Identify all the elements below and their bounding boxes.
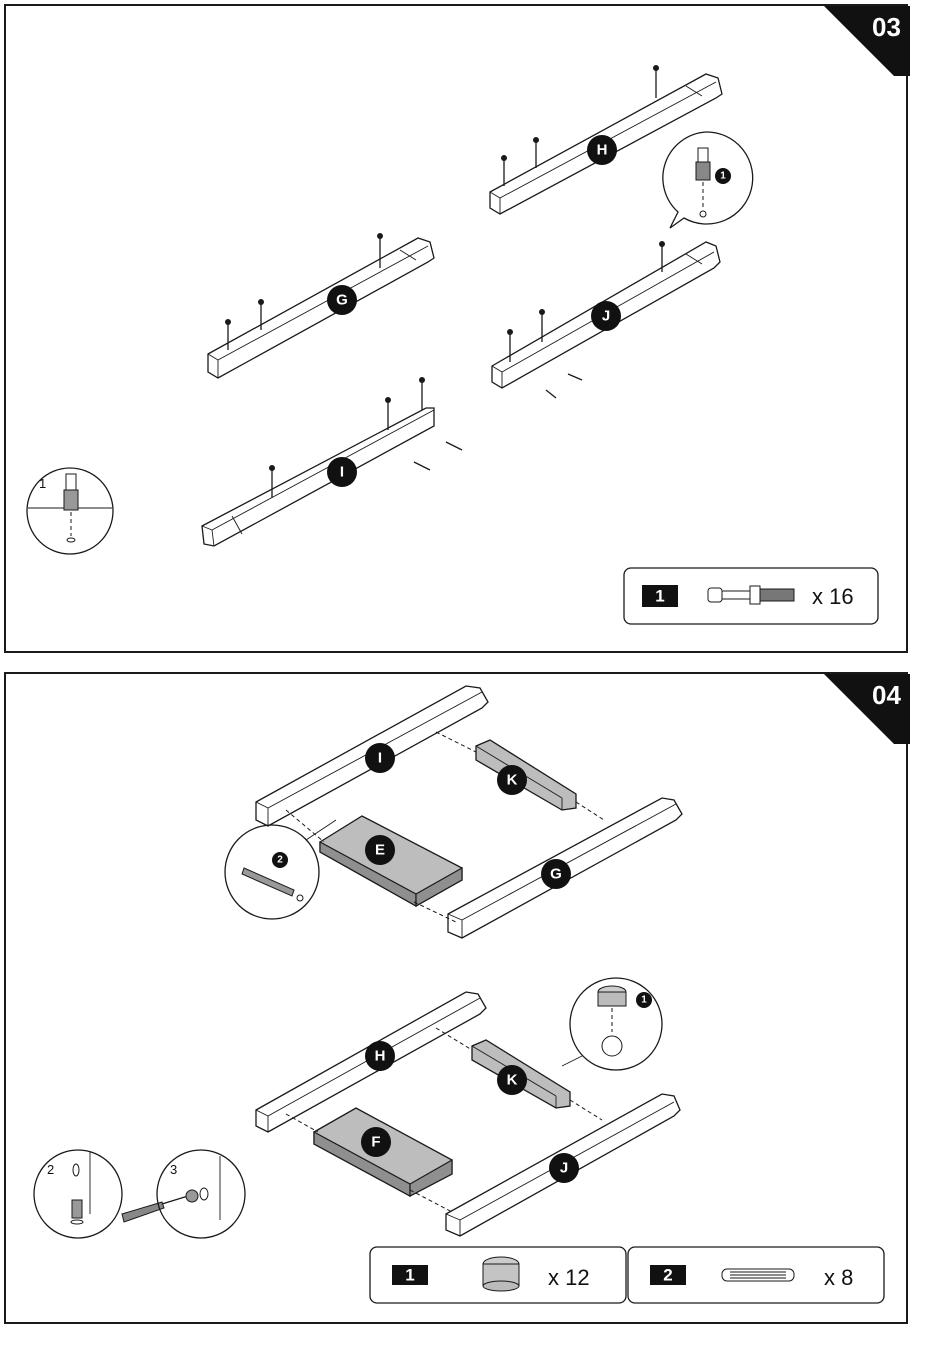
cam-bolt-callout: 1	[663, 132, 753, 228]
step-badge: 03	[824, 6, 910, 76]
part-label-i: I	[365, 743, 395, 773]
svg-text:G: G	[336, 292, 348, 309]
svg-text:K: K	[507, 1072, 518, 1089]
camlock-callout: 1	[562, 978, 662, 1070]
part-label-j: J	[591, 301, 621, 331]
part-label-g: G	[327, 285, 357, 315]
svg-text:2: 2	[277, 855, 283, 866]
part-label-g: G	[541, 859, 571, 889]
svg-text:1: 1	[641, 995, 647, 1006]
part-label-e: E	[365, 835, 395, 865]
svg-text:I: I	[378, 750, 382, 767]
hardware-box-camlock: 1 x 12	[370, 1247, 626, 1303]
hardware-quantity: x 8	[824, 1265, 853, 1290]
part-label-h: H	[587, 135, 617, 165]
detail-circle-3: 3	[157, 1150, 245, 1238]
svg-text:3: 3	[170, 1162, 177, 1177]
svg-text:J: J	[602, 308, 610, 325]
svg-text:E: E	[375, 842, 385, 859]
part-label-f: F	[361, 1127, 391, 1157]
svg-text:2: 2	[663, 1266, 672, 1285]
svg-text:G: G	[550, 866, 562, 883]
svg-text:1: 1	[655, 587, 664, 606]
step-number: 04	[872, 680, 901, 710]
screwdriver-icon	[122, 1196, 188, 1222]
svg-text:I: I	[340, 464, 344, 481]
svg-text:H: H	[597, 142, 608, 159]
svg-text:1: 1	[405, 1266, 414, 1285]
assembly-guide-lines-lower	[286, 1028, 602, 1212]
hardware-box-dowel: 2 x 8	[628, 1247, 884, 1303]
hardware-quantity: x 16	[812, 584, 854, 609]
plate-e	[320, 816, 462, 906]
part-label-i: I	[327, 457, 357, 487]
svg-text:2: 2	[47, 1162, 54, 1177]
hardware-box: 1 x 16	[624, 568, 878, 624]
wooden-dowel-icon	[722, 1269, 794, 1281]
svg-text:J: J	[560, 1160, 568, 1177]
part-label-h: H	[365, 1041, 395, 1071]
part-label-j: J	[549, 1153, 579, 1183]
svg-text:H: H	[375, 1048, 386, 1065]
cam-lock-nut-icon	[483, 1257, 519, 1291]
svg-text:F: F	[371, 1134, 380, 1151]
svg-text:1: 1	[720, 171, 726, 182]
detail-circle-2: 2	[34, 1150, 122, 1238]
step-number: 03	[872, 12, 901, 42]
step-03-drawing: 03 H G J	[6, 6, 910, 655]
cam-bolt-icon	[708, 586, 794, 604]
part-label-k-lower: K	[497, 1065, 527, 1095]
step-04-panel: 04 I K E G	[4, 672, 908, 1324]
dowel-callout: 2	[225, 820, 336, 919]
part-label-k: K	[497, 765, 527, 795]
svg-text:1: 1	[39, 476, 46, 491]
step-04-drawing: 04 I K E G	[6, 674, 910, 1326]
detail-circle: 1	[27, 468, 113, 554]
svg-text:K: K	[507, 772, 518, 789]
beam-g	[208, 233, 434, 378]
hardware-quantity: x 12	[548, 1265, 590, 1290]
step-badge: 04	[824, 674, 910, 744]
step-03-panel: 03 H G J	[4, 4, 908, 653]
